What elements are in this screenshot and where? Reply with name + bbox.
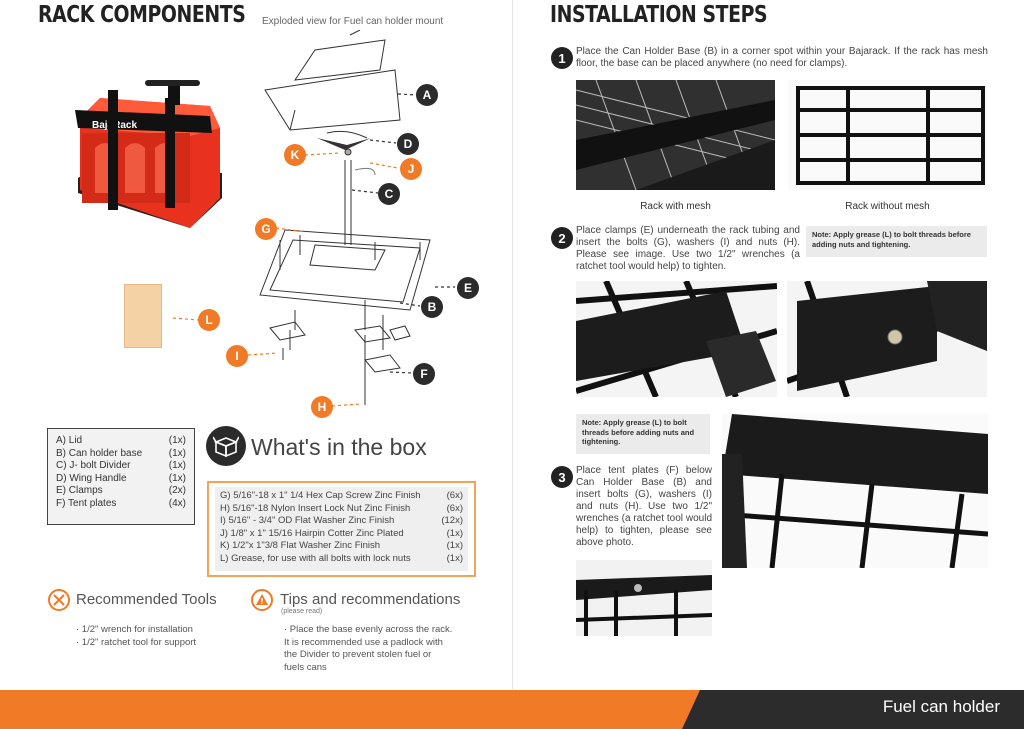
step-2-text: Place clamps (E) underneath the rack tub… [576,225,800,272]
callout-c: C [378,183,400,205]
parts-row: C) J- bolt Divider(1x) [56,460,186,472]
parts-list: A) Lid(1x) B) Can holder base(1x) C) J- … [47,428,195,525]
photo-clamp-install-1 [576,281,777,397]
caption-rack-with-mesh: Rack with mesh [640,201,711,212]
callout-a: A [416,84,438,106]
exploded-diagram [259,30,431,405]
step-3-text: Place tent plates (F) below Can Holder B… [576,465,712,548]
photo-tent-plate-bolts [576,560,712,636]
installation-steps-title: INSTALLATION STEPS [550,2,768,28]
callout-b: B [421,296,443,318]
tips-title: Tips and recommendations [280,591,461,608]
callout-f: F [413,363,435,385]
callout-g: G [255,218,277,240]
hardware-row: H) 5/16"-18 Nylon Insert Lock Nut Zinc F… [220,502,463,514]
parts-row: B) Can holder base(1x) [56,447,186,459]
grease-packet-image [124,284,162,348]
footer-title-bar [682,690,1024,729]
step-1-badge: 1 [551,47,573,69]
whats-in-the-box-title: What's in the box [251,434,427,460]
warning-icon [251,589,273,611]
photo-rack-with-mesh [576,80,775,190]
tips-text: · Place the base evenly across the rack.… [284,624,453,673]
callout-e: E [457,277,479,299]
parts-row: F) Tent plates(4x) [56,497,186,509]
callout-d: D [397,133,419,155]
photo-clamp-install-2 [787,281,987,397]
tools-list: · 1/2" wrench for installation · 1/2" ra… [76,624,196,649]
hardware-row: L) Grease, for use with all bolts with l… [220,552,463,564]
step-1-text: Place the Can Holder Base (B) in a corne… [576,46,988,69]
callout-j: J [400,158,422,180]
fuel-can-holder-image: BajaRack [75,80,222,228]
parts-row: A) Lid(1x) [56,435,186,446]
tool-item: · 1/2" wrench for installation [76,624,193,635]
note-grease-1: Note: Apply grease (L) to bolt threads b… [806,226,987,257]
footer-bar [0,690,700,729]
rack-components-title: RACK COMPONENTS [38,2,246,28]
tools-icon [48,589,70,611]
step-2-badge: 2 [551,227,573,249]
tips-subtitle: (please read) [281,608,323,615]
callout-i: I [226,345,248,367]
parts-row: D) Wing Handle(1x) [56,472,186,484]
photo-tent-plate-install [722,414,988,568]
callout-l: L [198,309,220,331]
callout-k: K [284,144,306,166]
callout-h: H [311,396,333,418]
hardware-row: G) 5/16"-18 x 1" 1/4 Hex Cap Screw Zinc … [220,490,463,501]
recommended-tools-title: Recommended Tools [76,591,217,608]
page-divider [512,0,513,690]
step-3-badge: 3 [551,466,573,488]
box-icon [206,426,246,466]
footer-label: Fuel can holder [882,697,1000,716]
caption-rack-without-mesh: Rack without mesh [845,201,930,212]
callout-arrows [172,93,455,407]
hardware-row: K) 1/2"x 1"3/8 Flat Washer Zinc Finish(1… [220,540,463,551]
hardware-list: G) 5/16"-18 x 1" 1/4 Hex Cap Screw Zinc … [207,481,476,577]
exploded-view-caption: Exploded view for Fuel can holder mount [262,16,444,27]
photo-rack-without-mesh [788,80,987,190]
tool-item: · 1/2" ratchet tool for support [76,636,197,648]
hardware-row: J) 1/8" x 1" 15/16 Hairpin Cotter Zinc P… [220,527,463,539]
parts-row: E) Clamps(2x) [56,485,186,497]
note-grease-2: Note: Apply grease (L) to bolt threads b… [576,414,710,454]
hardware-row: I) 5/16" - 3/4" OD Flat Washer Zinc Fini… [220,515,463,526]
